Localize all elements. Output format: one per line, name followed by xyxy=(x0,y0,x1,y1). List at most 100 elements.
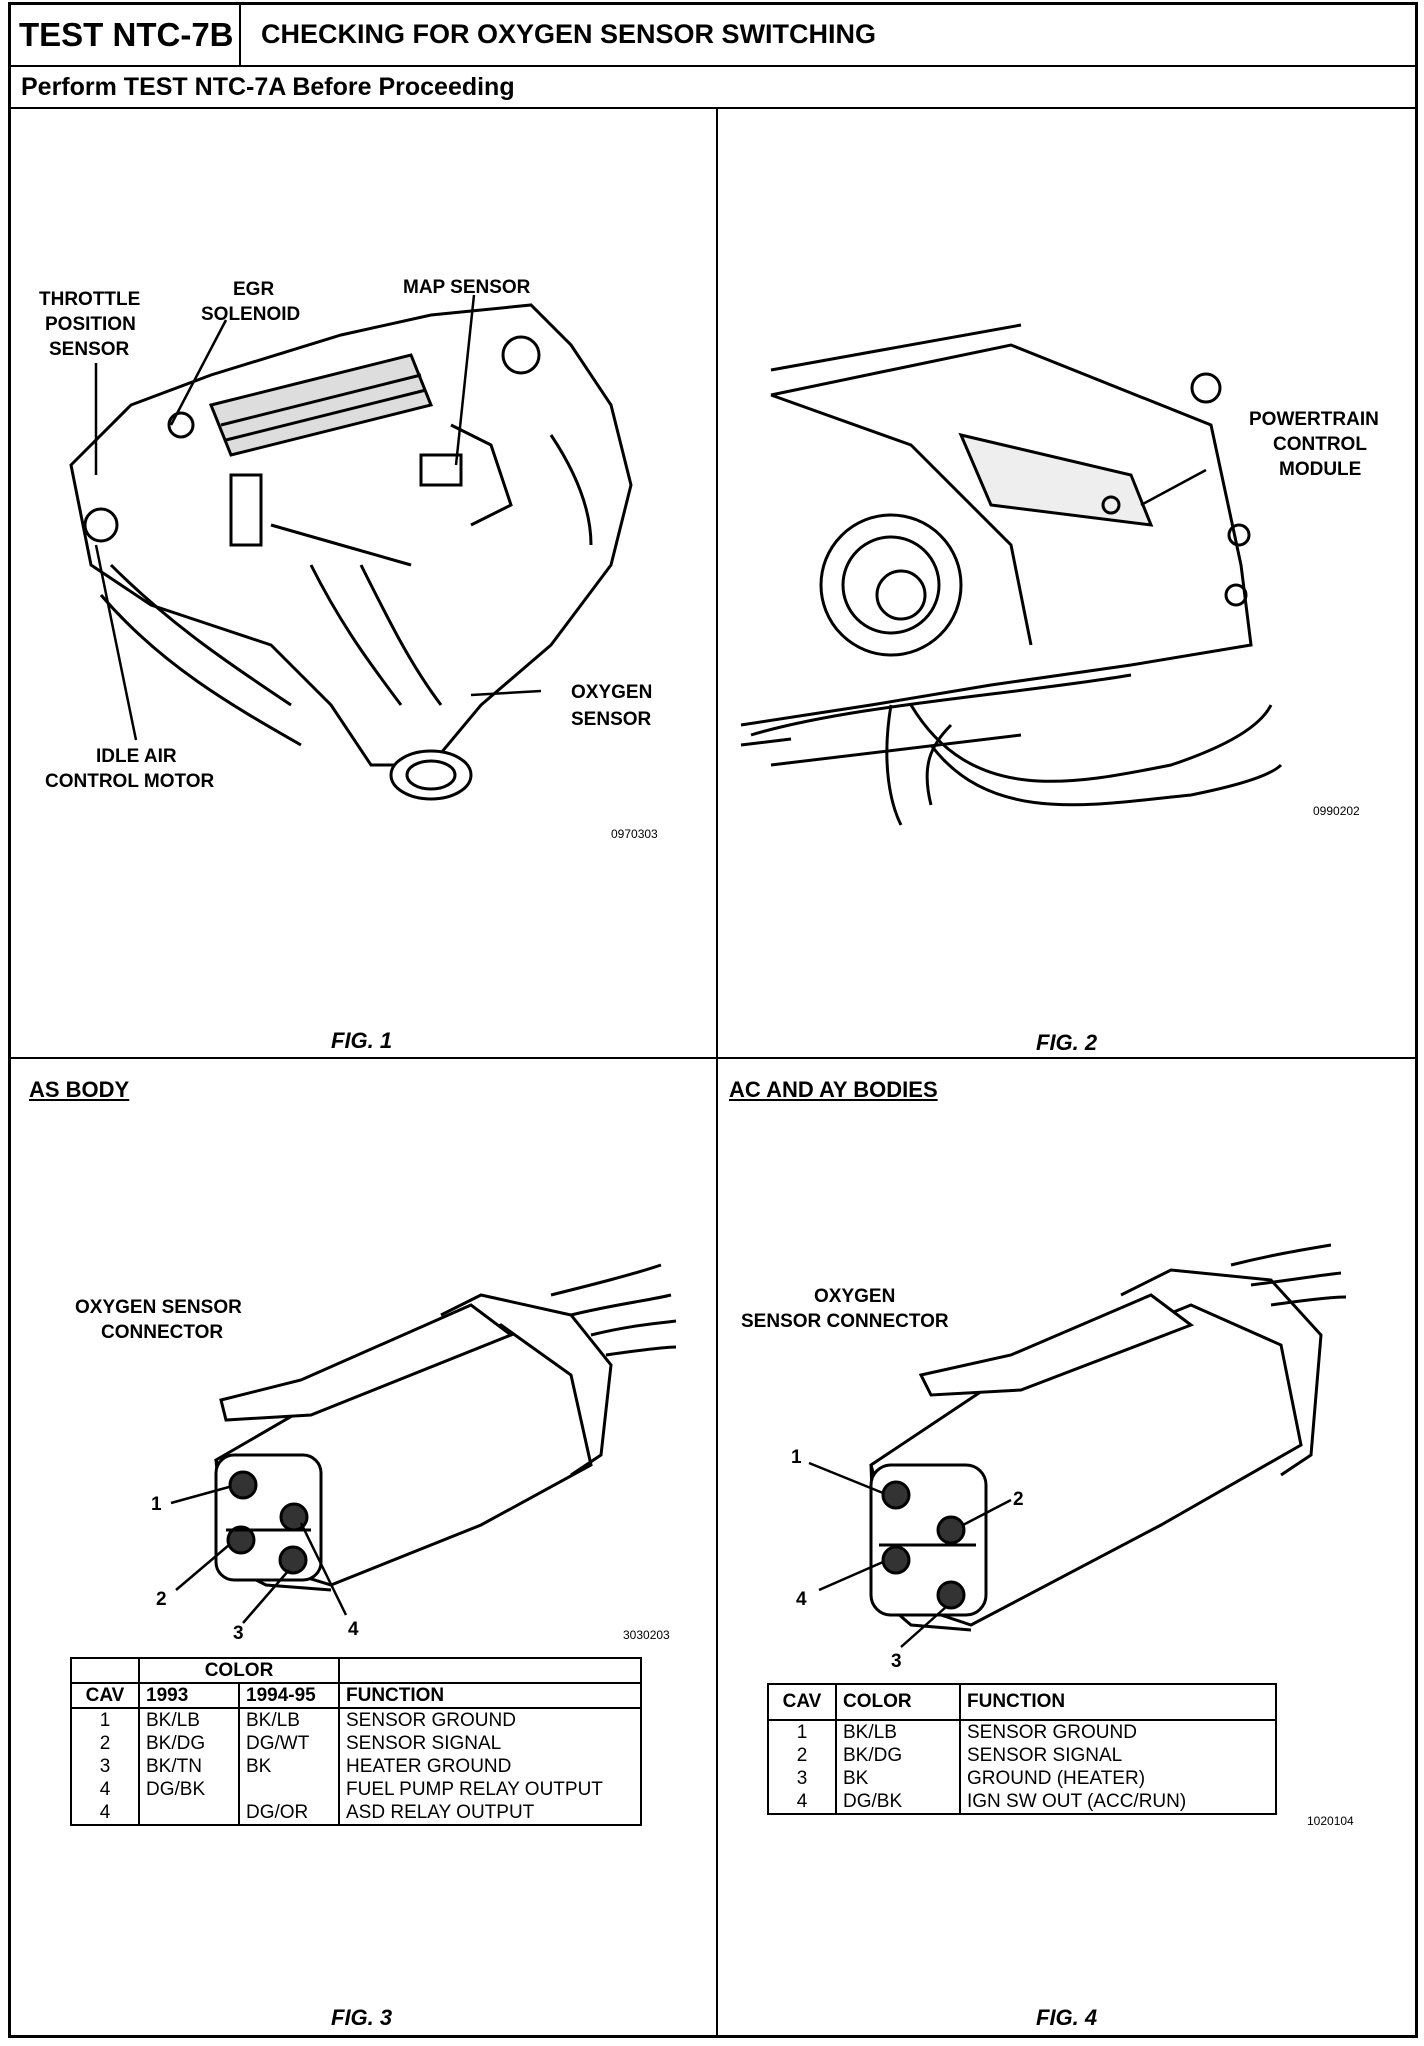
table-row: 2 BK/DG DG/WT SENSOR SIGNAL xyxy=(71,1732,641,1755)
table-cell xyxy=(138,1801,239,1825)
fig1-leaders xyxy=(94,294,542,741)
fig3-table-header-cav: CAV xyxy=(85,1685,125,1706)
fig1-caption: FIG. 1 xyxy=(331,1028,393,1053)
fig2-pcm-drawing xyxy=(740,323,1283,826)
table-row: 4 DG/BK IGN SW OUT (ACC/RUN) xyxy=(768,1790,1276,1814)
fig4-table-header-cav: CAV xyxy=(782,1691,822,1712)
table-row: 4 DG/BK FUEL PUMP RELAY OUTPUT xyxy=(71,1778,641,1801)
table-cell: DG/BK xyxy=(138,1778,239,1801)
header-row: TEST NTC-7B CHECKING FOR OXYGEN SENSOR S… xyxy=(11,5,1415,67)
fig3-table-color-header: COLOR xyxy=(138,1658,339,1684)
fig3-pin-leaders xyxy=(170,1485,348,1624)
table-cell: 1 xyxy=(796,1722,808,1743)
fig1-label-map: MAP SENSOR xyxy=(403,277,531,298)
table-cell: DG/WT xyxy=(238,1732,339,1755)
fig4-pin-3: 3 xyxy=(891,1651,902,1672)
illustrations: THROTTLE POSITION SENSOR EGR SOLENOID MA… xyxy=(39,277,1379,1828)
table-row: 1 BK/LB SENSOR GROUND xyxy=(768,1720,1276,1744)
fig4-code: 1020104 xyxy=(1307,1814,1354,1828)
fig4-table: CAV COLOR FUNCTION 1 BK/LB SENSOR GROUND… xyxy=(767,1683,1277,1815)
fig4-caption: FIG. 4 xyxy=(1036,2005,1098,2030)
fig4-pin-leaders xyxy=(808,1461,1012,1648)
fig3-table-header-function: FUNCTION xyxy=(338,1683,641,1708)
table-cell: 3 xyxy=(99,1756,111,1777)
table-cell: SENSOR GROUND xyxy=(338,1708,641,1732)
fig3-pin-2: 2 xyxy=(156,1589,167,1610)
table-cell: BK xyxy=(835,1767,960,1790)
fig1-label-egr-2: SOLENOID xyxy=(201,304,300,325)
table-cell: DG/OR xyxy=(238,1801,339,1825)
table-cell: SENSOR GROUND xyxy=(959,1720,1276,1744)
fig4-connector-label-1: OXYGEN xyxy=(814,1286,895,1307)
table-cell: ASD RELAY OUTPUT xyxy=(338,1801,641,1825)
table-row: 3 BK/TN BK HEATER GROUND xyxy=(71,1755,641,1778)
fig4-pin-2: 2 xyxy=(1013,1489,1024,1510)
fig3-caption: FIG. 3 xyxy=(331,2005,393,2030)
table-cell: BK/LB xyxy=(138,1708,239,1732)
page-title: CHECKING FOR OXYGEN SENSOR SWITCHING xyxy=(261,19,877,49)
fig3-connector-label-2: CONNECTOR xyxy=(101,1322,223,1343)
table-cell: 2 xyxy=(796,1745,808,1766)
fig1-label-oxygen-2: SENSOR xyxy=(571,709,652,730)
table-cell: BK xyxy=(238,1755,339,1778)
table-cell: DG/BK xyxy=(835,1790,960,1814)
table-cell: 4 xyxy=(99,1802,111,1823)
fig4-pin-4: 4 xyxy=(796,1589,807,1610)
fig1-code: 0970303 xyxy=(611,827,658,841)
fig4-connector-drawing xyxy=(869,1243,1347,1632)
table-row: 1 BK/LB BK/LB SENSOR GROUND xyxy=(71,1708,641,1732)
fig2-code: 0990202 xyxy=(1313,804,1360,818)
fig1-engine-drawing xyxy=(69,303,633,801)
fig1-label-idle-2: CONTROL MOTOR xyxy=(45,771,215,792)
fig3-table-header-1993: 1993 xyxy=(138,1683,239,1708)
fig4-section-heading: AC AND AY BODIES xyxy=(729,1077,938,1102)
fig2-label-pcm-3: MODULE xyxy=(1279,459,1361,480)
table-cell: 4 xyxy=(99,1779,111,1800)
vertical-divider xyxy=(716,109,718,2037)
fig1-label-egr-1: EGR xyxy=(233,279,274,300)
fig3-table: COLOR CAV 1993 1994-95 FUNCTION 1 BK/LB … xyxy=(70,1657,642,1826)
table-cell: SENSOR SIGNAL xyxy=(959,1744,1276,1767)
test-id: TEST NTC-7B xyxy=(11,5,241,65)
fig3-code: 3030203 xyxy=(623,1628,670,1642)
fig4-connector-label-2: SENSOR CONNECTOR xyxy=(741,1311,949,1332)
table-cell: FUEL PUMP RELAY OUTPUT xyxy=(338,1778,641,1801)
fig3-section-heading: AS BODY xyxy=(29,1077,130,1102)
table-cell: 4 xyxy=(796,1791,808,1812)
table-cell: HEATER GROUND xyxy=(338,1755,641,1778)
table-cell: BK/DG xyxy=(835,1744,960,1767)
fig4-table-header-color: COLOR xyxy=(835,1684,960,1720)
fig1-label-idle-1: IDLE AIR xyxy=(96,746,177,767)
subtitle: Perform TEST NTC-7A Before Proceeding xyxy=(11,65,1415,109)
fig1-label-throttle-2: POSITION xyxy=(45,314,136,335)
horizontal-divider xyxy=(11,1057,1415,1059)
page-frame: TEST NTC-7B CHECKING FOR OXYGEN SENSOR S… xyxy=(8,2,1418,2038)
fig3-connector-label-1: OXYGEN SENSOR xyxy=(75,1297,242,1318)
table-row: 4 DG/OR ASD RELAY OUTPUT xyxy=(71,1801,641,1825)
table-cell: IGN SW OUT (ACC/RUN) xyxy=(959,1790,1276,1814)
fig4-table-header-function: FUNCTION xyxy=(959,1684,1276,1720)
table-cell: SENSOR SIGNAL xyxy=(338,1732,641,1755)
table-cell: 3 xyxy=(796,1768,808,1789)
fig4-pin-1: 1 xyxy=(791,1447,802,1468)
fig2-caption: FIG. 2 xyxy=(1036,1030,1098,1055)
table-cell: 1 xyxy=(99,1710,111,1731)
fig1-label-throttle-1: THROTTLE xyxy=(39,289,140,310)
fig1-label-throttle-3: SENSOR xyxy=(49,339,130,360)
fig1-label-oxygen-1: OXYGEN xyxy=(571,682,652,703)
table-cell: GROUND (HEATER) xyxy=(959,1767,1276,1790)
table-row: 3 BK GROUND (HEATER) xyxy=(768,1767,1276,1790)
fig2-label-pcm-2: CONTROL xyxy=(1273,434,1367,455)
table-row: 2 BK/DG SENSOR SIGNAL xyxy=(768,1744,1276,1767)
fig2-label-pcm-1: POWERTRAIN xyxy=(1249,409,1379,430)
fig3-pin-4: 4 xyxy=(348,1619,359,1640)
fig3-pin-3: 3 xyxy=(233,1623,244,1644)
table-cell: BK/DG xyxy=(138,1732,239,1755)
table-cell: BK/TN xyxy=(138,1755,239,1778)
table-cell: BK/LB xyxy=(835,1720,960,1744)
table-cell xyxy=(238,1778,339,1801)
table-cell: BK/LB xyxy=(238,1708,339,1732)
fig3-table-header-1994: 1994-95 xyxy=(238,1683,339,1708)
fig3-pin-1: 1 xyxy=(151,1494,162,1515)
table-cell: 2 xyxy=(99,1733,111,1754)
